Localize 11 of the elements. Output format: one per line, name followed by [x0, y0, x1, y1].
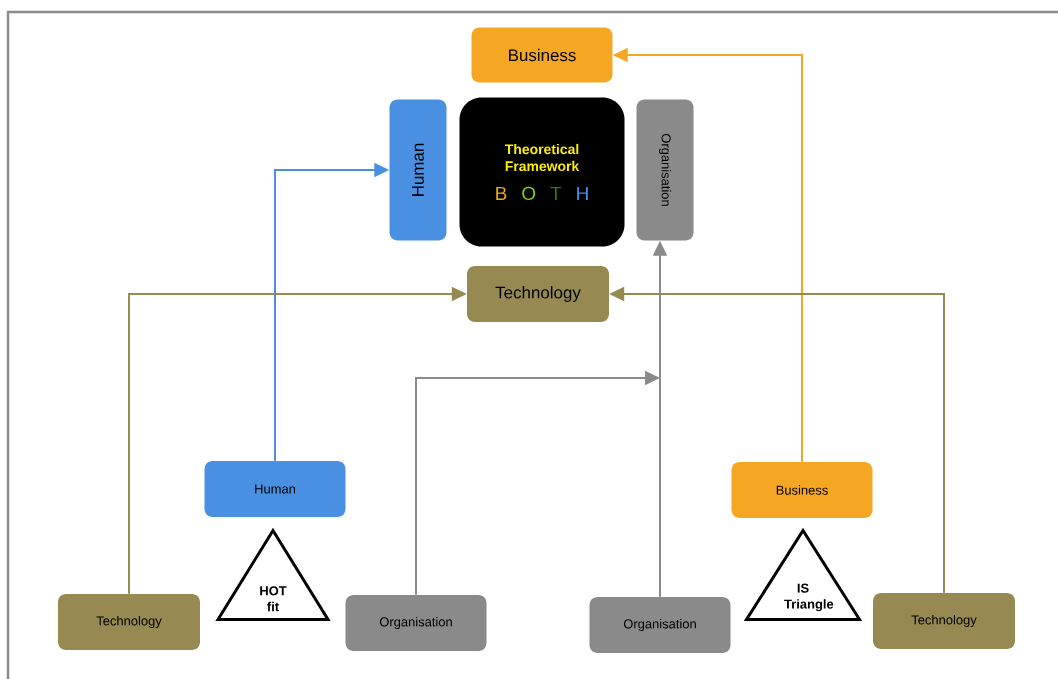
process-box: Technology: [467, 266, 609, 322]
process-box: Human: [204, 461, 346, 517]
process-box: Technology: [873, 593, 1015, 649]
process-box: Technology: [58, 594, 200, 650]
process-box: Human: [389, 99, 447, 241]
process-box: Business: [471, 27, 613, 83]
process-box: Organisation: [589, 597, 731, 653]
framework-box: Theoretical Framework B O T H: [459, 97, 625, 247]
process-box: Organisation: [345, 595, 487, 651]
process-box: Organisation: [636, 99, 694, 241]
process-box: Business: [731, 462, 873, 518]
